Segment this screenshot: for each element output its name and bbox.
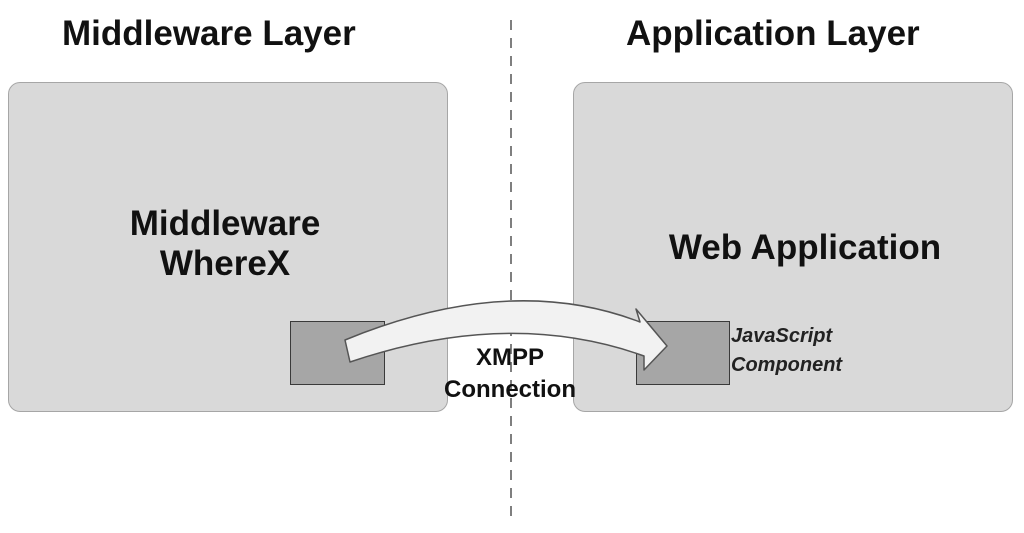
xmpp-connection-arrow	[344, 300, 668, 371]
web-application-label: Web Application	[668, 228, 942, 267]
middleware-wherex-label: Middleware WhereX	[100, 204, 350, 284]
js-component-label-line1: JavaScript	[731, 325, 833, 347]
application-layer-title: Application Layer	[626, 14, 920, 53]
connection-label-line1: XMPP	[475, 344, 544, 371]
js-component-label-line2: Component	[731, 354, 843, 376]
javascript-component-label: JavaScript Component	[731, 322, 842, 380]
xmpp-connection-label: XMPP Connection	[415, 342, 605, 406]
middleware-label-line1: Middleware	[129, 204, 321, 243]
middleware-label-line2: WhereX	[159, 244, 291, 283]
connection-label-line2: Connection	[444, 376, 576, 403]
middleware-layer-title: Middleware Layer	[62, 14, 356, 53]
